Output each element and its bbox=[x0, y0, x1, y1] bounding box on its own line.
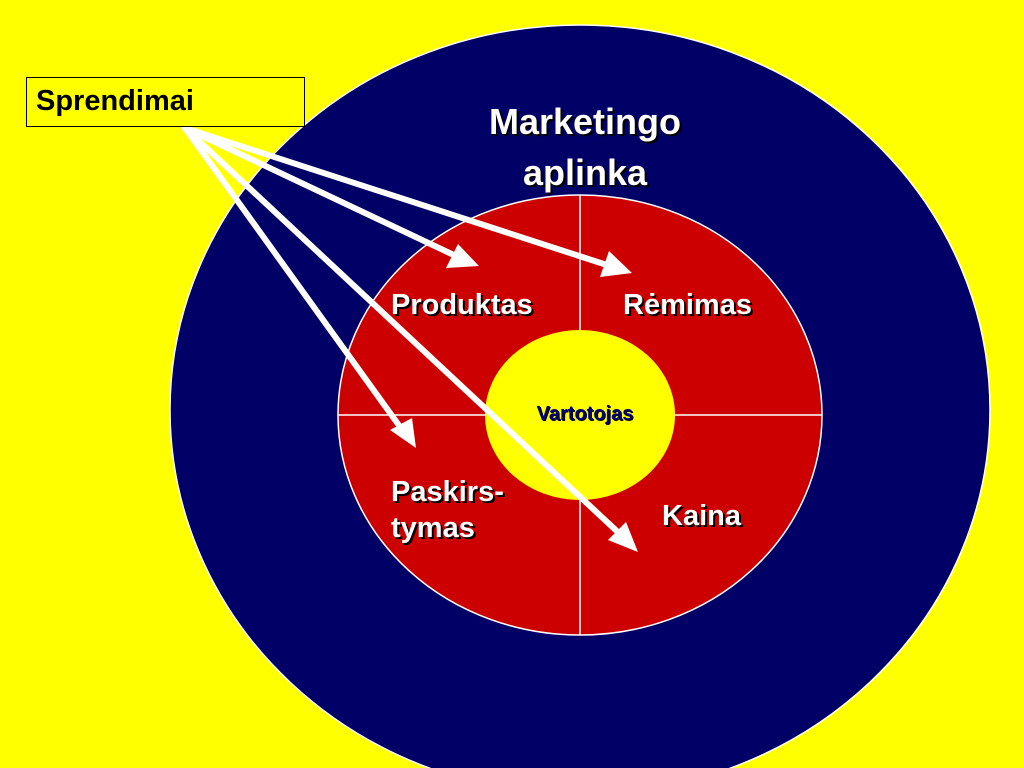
arrow-to-price bbox=[182, 125, 638, 552]
distribution-label-line2: tymas bbox=[391, 512, 475, 544]
consumer-circle bbox=[485, 330, 675, 500]
distribution-label-line1: Paskirs- bbox=[391, 476, 504, 508]
product-quadrant-label: Produktas bbox=[391, 289, 533, 321]
decision-arrows bbox=[182, 125, 638, 552]
environment-title-line2: aplinka bbox=[522, 152, 648, 193]
marketing-environment-title: Marketingo aplinka bbox=[455, 96, 715, 198]
promotion-quadrant-label: Rėmimas bbox=[623, 289, 752, 321]
distribution-quadrant-label: Paskirs- tymas bbox=[391, 474, 504, 546]
environment-title-line1: Marketingo bbox=[488, 101, 682, 142]
price-quadrant-label: Kaina bbox=[662, 500, 741, 532]
decisions-label: Sprendimai bbox=[36, 85, 194, 117]
arrow-to-distribution bbox=[182, 125, 416, 448]
arrow-to-promotion bbox=[182, 125, 632, 277]
consumer-label: Vartotojas bbox=[536, 403, 634, 425]
arrow-to-product bbox=[182, 125, 479, 268]
decisions-box: Sprendimai bbox=[26, 77, 305, 127]
